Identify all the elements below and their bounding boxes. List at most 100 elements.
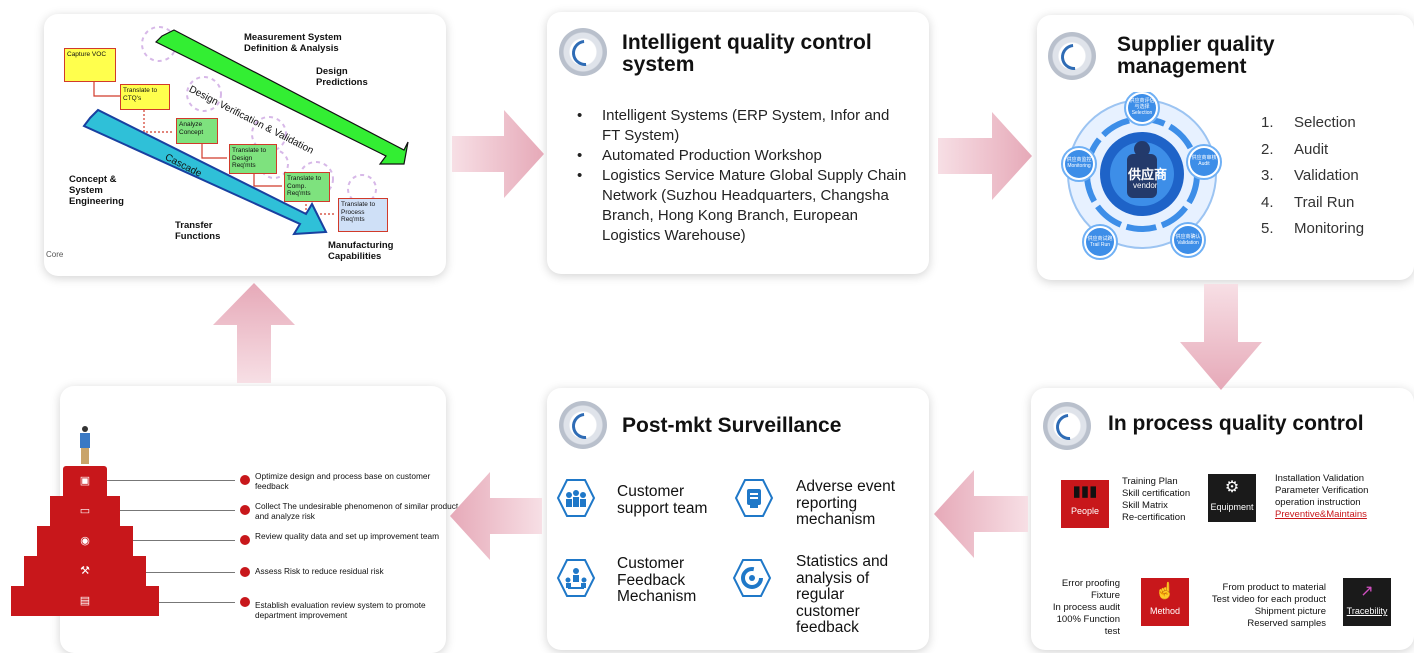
stair-item: Review quality data and set up improveme…	[255, 531, 440, 541]
flow-box-ctq: Translate to CTQ's	[120, 84, 170, 110]
trend-icon: ↗	[1360, 583, 1374, 600]
save-icon: ▤	[79, 595, 91, 607]
trace-item: Reserved samples	[1247, 618, 1326, 629]
flow-connector	[143, 110, 174, 133]
wheel-node-fill	[1128, 94, 1156, 122]
step-number: 3.	[1261, 167, 1274, 184]
equipment-label: Equipment	[1210, 502, 1254, 512]
stair-item: Assess Risk to reduce residual risk	[255, 566, 384, 576]
wheel-center-en: vendor	[1133, 181, 1158, 190]
person-body	[80, 433, 90, 448]
supplier-step: 2.Audit	[1261, 137, 1364, 164]
step-label: Validation	[1294, 167, 1359, 184]
flow-connector	[253, 174, 282, 187]
hand-icon: ☝	[1155, 583, 1175, 600]
label-measurement: Measurement System Definition & Analysis	[244, 32, 342, 54]
ring-icon	[559, 401, 607, 449]
people-label: People	[1070, 506, 1100, 516]
support-team-icon	[556, 479, 596, 517]
wheel-center-cn: 供应商	[1128, 167, 1168, 182]
supplier-steps: 1.Selection 2.Audit 3.Validation 4.Trail…	[1261, 110, 1364, 243]
leader-line	[120, 510, 235, 511]
wheel-node-fill	[1086, 228, 1114, 256]
ring-icon	[559, 28, 607, 76]
step-number: 5.	[1261, 220, 1274, 237]
analysis-icon	[732, 559, 772, 597]
node-cn: 供应商确认	[1175, 234, 1201, 240]
person-head	[82, 426, 88, 432]
arrow-down	[1180, 284, 1262, 390]
design-flow-card: Capture VOC Translate to CTQ's Analyze C…	[44, 14, 446, 276]
trace-label: Tracebility	[1346, 606, 1388, 616]
flow-box-label: Capture VOC	[67, 51, 107, 58]
label-concept: Concept & System Engineering	[69, 174, 124, 207]
postmkt-card	[547, 388, 929, 650]
step-label: Trail Run	[1294, 193, 1355, 211]
bullet-dot	[240, 567, 250, 577]
flow-graphics	[82, 26, 409, 236]
core-logo: Core	[46, 250, 64, 259]
step-label: Selection	[1294, 114, 1356, 131]
ring-icon	[1043, 402, 1091, 450]
bullet-dot	[240, 535, 250, 545]
equipment-box: ⚙ Equipment	[1208, 474, 1256, 522]
label-predictions: Design Predictions	[316, 66, 368, 88]
step-label: Monitoring	[1294, 220, 1365, 237]
trace-item: From product to material	[1222, 582, 1326, 593]
flow-box-design: Translate to Design Req'mts	[229, 144, 277, 174]
equipment-item: Preventive&Maintains	[1275, 509, 1367, 520]
postmkt-item: Customer support team	[617, 483, 708, 517]
method-item: Error proofing	[1061, 578, 1120, 589]
stair-step-2	[50, 496, 120, 526]
equipment-item: Installation Validation	[1275, 473, 1365, 484]
quality-bullet: Intelligent Systems (ERP System, Infor a…	[577, 106, 907, 146]
people-item: Skill certification	[1122, 488, 1191, 499]
arrow-left-1	[934, 470, 1028, 558]
people-item: Re-certification	[1122, 512, 1186, 523]
tools-icon: ⚒	[80, 565, 90, 577]
people-icon: ▮▮▮	[1072, 483, 1098, 500]
node-cn: 供应商评估与选择	[1129, 98, 1155, 110]
wheel-node-fill	[1065, 150, 1093, 178]
quality-system-title: Intelligent quality control system	[622, 31, 872, 76]
arrow-right-2	[938, 112, 1032, 200]
stair-step-3	[37, 526, 133, 556]
node-cn: 供应商监控	[1066, 157, 1092, 163]
method-box: ☝ Method	[1141, 578, 1189, 626]
postmkt-item: Adverse event reporting mechanism	[796, 478, 896, 528]
step-number: 1.	[1261, 114, 1274, 131]
equipment-item: Parameter Verification	[1275, 485, 1369, 496]
flow-box-process: Translate to Process Req'mts	[338, 198, 388, 232]
people-item: Training Plan	[1122, 476, 1178, 487]
dashed-circle	[347, 174, 377, 204]
method-item: In process audit	[1052, 602, 1120, 613]
dashed-circle	[186, 76, 222, 112]
leader-line	[107, 480, 235, 481]
equipment-items: Installation Validation Parameter Verifi…	[1275, 473, 1368, 521]
stair-step-5	[11, 586, 159, 616]
flow-box-comp: Translate to Comp. Req'mts	[284, 172, 330, 202]
flow-box-concept: Analyze Concept	[176, 118, 218, 144]
clipboard-icon: ▣	[79, 475, 91, 487]
trace-item: Shipment picture	[1254, 606, 1326, 617]
node-en: Trail Run	[1089, 242, 1111, 248]
bullet-dot	[240, 475, 250, 485]
step-label: Audit	[1294, 140, 1329, 158]
quality-bullet: Logistics Service Mature Global Supply C…	[577, 166, 907, 246]
flow-box-label: Translate to Comp. Req'mts	[287, 175, 322, 197]
person-figure	[79, 426, 91, 466]
postmkt-item: Statistics and analysis of regular custo…	[796, 553, 889, 636]
equipment-item: operation instruction	[1275, 497, 1361, 508]
method-label: Method	[1149, 606, 1181, 616]
supplier-step: 1. Selection	[1261, 110, 1364, 137]
people-box: ▮▮▮ People	[1061, 480, 1109, 528]
node-en: Audit	[1198, 161, 1210, 167]
method-item: 100% Function test	[1056, 614, 1120, 637]
flow-connector	[201, 142, 227, 159]
report-icon	[734, 479, 774, 517]
blue-arrow	[82, 108, 328, 236]
bullet-dot	[240, 505, 250, 515]
